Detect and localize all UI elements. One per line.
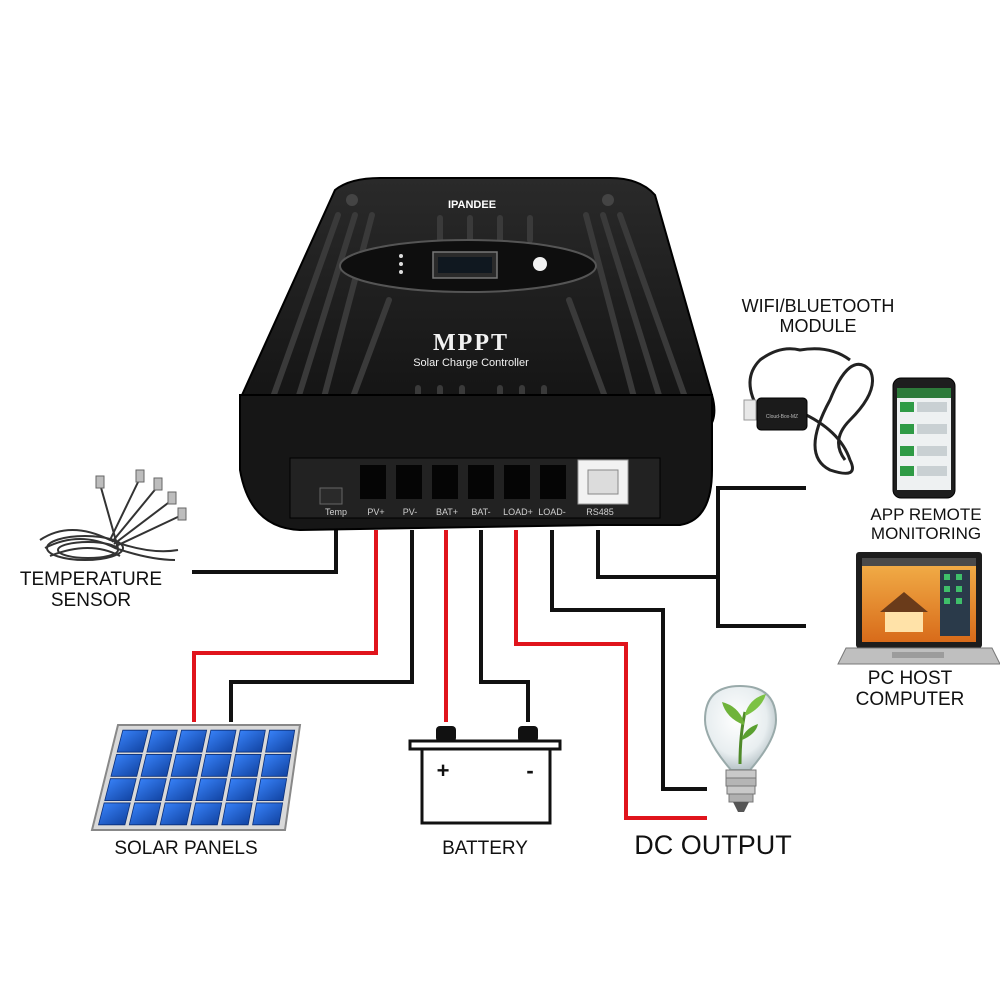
terminal-label-0: Temp — [325, 507, 347, 517]
battery-negative-post — [518, 726, 538, 742]
solar-cell — [134, 778, 167, 801]
seedling-icon — [738, 711, 747, 765]
terminal-label-5: LOAD+ — [503, 507, 533, 517]
phone — [892, 377, 956, 499]
solar-cell — [104, 778, 137, 801]
solar-cell — [195, 778, 227, 801]
solar-cell — [128, 802, 162, 826]
solar-cell — [98, 802, 131, 826]
terminal-slots — [360, 465, 566, 499]
load-positive-wire — [514, 530, 707, 820]
brand-label: IPANDEE — [448, 199, 496, 211]
mppt-controller: IPANDEE MPPT Solar Charge Controller Tem… — [239, 177, 716, 532]
solar-cell — [226, 778, 258, 801]
battery-body — [420, 747, 552, 825]
wires — [192, 486, 806, 820]
temp-wire — [192, 530, 338, 574]
sensor-probes — [95, 469, 187, 521]
wifi-module-label: WIFI/BLUETOOTH MODULE — [741, 296, 895, 337]
battery-label: BATTERY — [442, 838, 528, 859]
cloud-box-label: Cloud-Box-MZ — [766, 414, 798, 420]
battery: + - — [408, 726, 562, 825]
solar-cell — [110, 754, 143, 777]
rs485-wire — [596, 530, 718, 579]
module-cable — [748, 347, 874, 475]
solar-cell — [159, 802, 192, 826]
terminal-label-2: PV- — [403, 507, 418, 517]
solar-cell — [205, 729, 237, 753]
cloud-box — [756, 397, 808, 431]
solar-cell — [116, 729, 149, 753]
pv-negative-wire — [229, 530, 414, 722]
solar-cells — [98, 729, 296, 826]
bulb-base — [725, 769, 757, 812]
temperature-sensor-image — [39, 477, 183, 561]
led-indicator-3 — [399, 270, 403, 274]
terminal-label-7: RS485 — [586, 507, 614, 517]
rs485-bus — [716, 486, 806, 628]
pv-positive-wire — [192, 530, 378, 722]
battery-plus-sign: + — [437, 758, 450, 783]
load-negative-wire — [550, 530, 707, 791]
led-indicator-2 — [399, 262, 403, 266]
solar-cell — [256, 778, 288, 801]
solar-cell — [221, 802, 253, 826]
dc-output-label: DC OUTPUT — [634, 830, 792, 860]
terminal-label-1: PV+ — [367, 507, 384, 517]
mppt-title: MPPT — [433, 330, 509, 356]
laptop — [837, 552, 1000, 665]
battery-positive-post — [436, 726, 456, 742]
light-bulb — [703, 684, 778, 812]
terminal-label-6: LOAD- — [538, 507, 566, 517]
solar-cell — [165, 778, 197, 801]
solar-panels-label: SOLAR PANELS — [114, 838, 258, 859]
temp-port[interactable] — [319, 487, 343, 505]
solar-cell — [260, 754, 292, 777]
power-button[interactable] — [533, 257, 547, 271]
solar-cell — [265, 729, 296, 753]
terminal-label-4: BAT- — [471, 507, 490, 517]
battery-minus-sign: - — [526, 758, 533, 783]
solar-panel — [90, 724, 302, 831]
solar-cell — [235, 729, 266, 753]
solar-cell — [140, 754, 173, 777]
bat-negative-wire — [479, 530, 530, 722]
solar-cell — [230, 754, 262, 777]
led-indicator-1 — [399, 254, 403, 258]
solar-cell — [252, 802, 284, 826]
solar-cell — [176, 729, 208, 753]
temperature-sensor-label: TEMPERATURE SENSOR — [19, 569, 163, 612]
solar-cell — [146, 729, 178, 753]
app-monitoring-label: APP REMOTE MONITORING — [870, 505, 982, 544]
solar-cell — [200, 754, 232, 777]
solar-cell — [190, 802, 223, 826]
controller-subtitle: Solar Charge Controller — [413, 357, 529, 369]
solar-cell — [170, 754, 202, 777]
wifi-module: Cloud-Box-MZ — [743, 347, 874, 475]
terminal-labels: Temp PV+ PV- BAT+ BAT- LOAD+ LOAD- RS485 — [325, 507, 614, 517]
pc-host-label: PC HOST COMPUTER — [855, 668, 965, 711]
terminal-label-3: BAT+ — [436, 507, 458, 517]
usb-connector — [743, 399, 757, 421]
